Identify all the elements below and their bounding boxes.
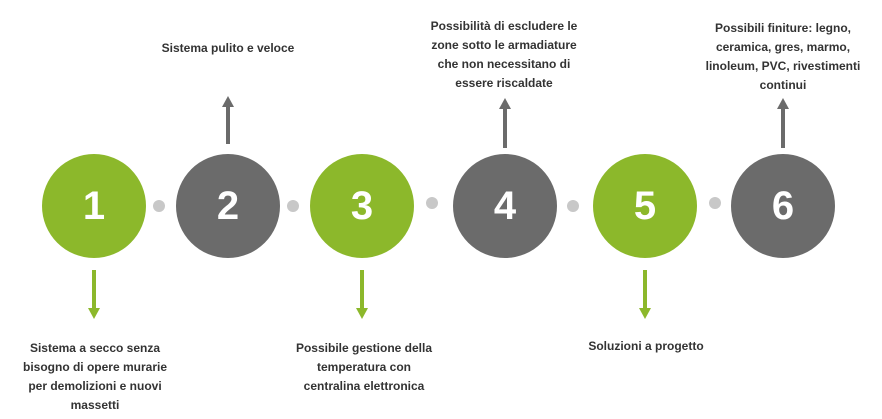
step-5-description: Soluzioni a progetto <box>588 339 704 353</box>
step-4-arrow-up <box>499 98 511 148</box>
step-6-circle: 6 <box>731 154 835 258</box>
step-3-circle: 3 <box>310 154 414 258</box>
step-5-circle: 5 <box>593 154 697 258</box>
step-6-description: Possibili finiture: legno, ceramica, gre… <box>705 21 861 92</box>
step-4-description: Possibilità di escludere le zone sotto l… <box>430 19 578 90</box>
step-1-circle: 1 <box>42 154 146 258</box>
step-1-arrow-down <box>88 270 100 319</box>
step-3-arrow-down <box>356 270 368 319</box>
step-4-circle: 4 <box>453 154 557 258</box>
step-2-description: Sistema pulito e veloce <box>161 41 295 55</box>
step-2-circle: 2 <box>176 154 280 258</box>
step-6-number: 6 <box>771 183 795 228</box>
step-1-description: Sistema a secco senza bisogno di opere m… <box>22 341 168 412</box>
connector-dot <box>287 200 299 212</box>
step-3-description: Possibile gestione della temperatura con… <box>295 341 433 393</box>
step-6-arrow-up <box>777 98 789 148</box>
step-5-number: 5 <box>633 183 657 228</box>
step-2-arrow-up <box>222 96 234 144</box>
step-5-arrow-down <box>639 270 651 319</box>
connector-dot <box>426 197 438 209</box>
connector-dot <box>709 197 721 209</box>
step-4-number: 4 <box>493 183 517 228</box>
connector-dot <box>153 200 165 212</box>
step-2-number: 2 <box>216 183 240 228</box>
step-1-number: 1 <box>82 183 106 228</box>
step-3-number: 3 <box>350 183 374 228</box>
connector-dot <box>567 200 579 212</box>
